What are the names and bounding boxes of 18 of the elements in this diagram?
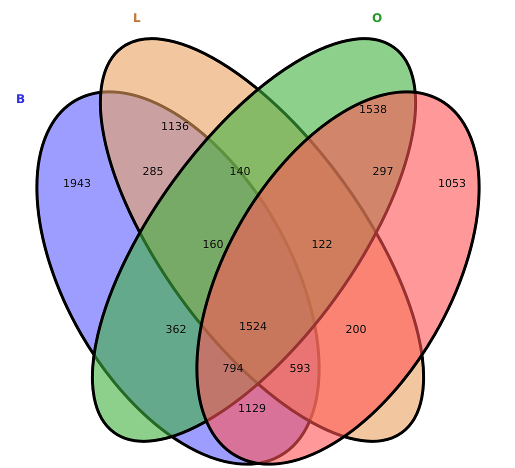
- count-label: 1524: [239, 320, 267, 333]
- count-label: 1943: [63, 177, 91, 190]
- set-label: O: [372, 11, 382, 25]
- count-label: 1053: [438, 177, 466, 190]
- count-label: 200: [346, 323, 366, 336]
- count-label: 794: [222, 362, 244, 375]
- count-label: 1136: [161, 120, 189, 133]
- count-label: 1538: [359, 103, 387, 116]
- count-label: 285: [142, 165, 164, 178]
- count-label: 1129: [238, 402, 266, 415]
- count-label: 160: [202, 238, 224, 251]
- count-label: 297: [372, 165, 394, 178]
- count-label: 122: [312, 238, 332, 251]
- count-label: 140: [230, 165, 250, 178]
- set-label: L: [133, 11, 141, 25]
- count-label: 593: [290, 362, 310, 375]
- count-label: 362: [166, 323, 186, 336]
- set-label: B: [16, 92, 26, 106]
